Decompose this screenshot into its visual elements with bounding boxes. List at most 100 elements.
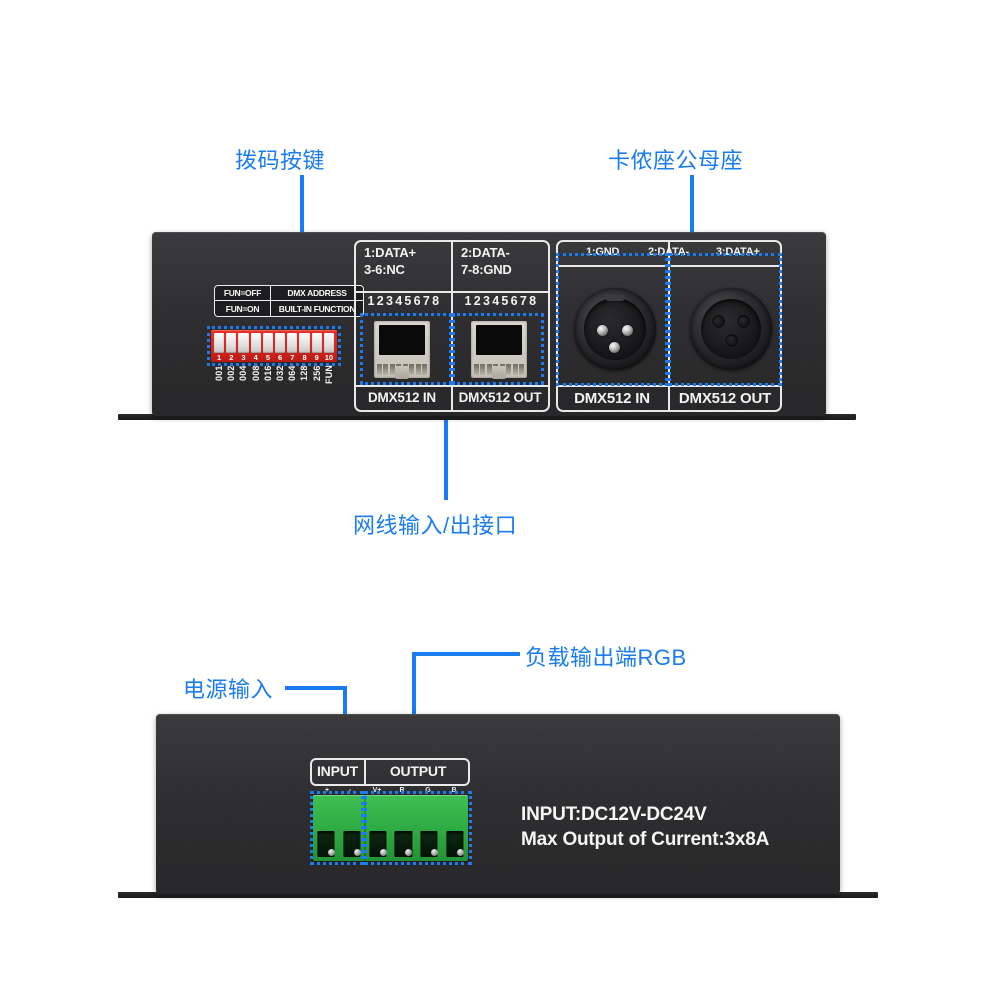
dip-address-value: 064 bbox=[287, 365, 298, 381]
rj45-in-label: DMX512 IN bbox=[368, 390, 436, 405]
dip-rocker[interactable] bbox=[250, 333, 261, 353]
xlr-in-label: DMX512 IN bbox=[574, 390, 650, 407]
bottom-unit-mounting-flange bbox=[118, 892, 878, 898]
dip-rocker[interactable] bbox=[214, 333, 225, 353]
rj45-latch-tab bbox=[395, 366, 409, 379]
leader-line-load-output-horizontal bbox=[412, 652, 520, 656]
spec-input-voltage: INPUT:DC12V-DC24V bbox=[521, 804, 707, 825]
dip-rocker[interactable] bbox=[226, 333, 237, 353]
terminal-screw[interactable] bbox=[353, 849, 361, 856]
terminal-pin-label-input-minus: - bbox=[348, 787, 352, 794]
rj45-jack-out[interactable] bbox=[471, 321, 527, 379]
dip-address-value: 016 bbox=[262, 365, 273, 381]
terminal-pin-label-g: G bbox=[425, 787, 431, 794]
dip-rocker[interactable] bbox=[311, 333, 322, 353]
terminal-screw[interactable] bbox=[431, 849, 439, 856]
dip-address-value: 032 bbox=[275, 365, 286, 381]
top-unit-mounting-flange bbox=[118, 414, 856, 420]
terminal-screw[interactable] bbox=[457, 849, 465, 856]
dip-number: 2 bbox=[229, 352, 234, 362]
dip-rocker[interactable] bbox=[299, 333, 310, 353]
dip-number: 3 bbox=[241, 352, 246, 362]
terminal-slot-output-g[interactable] bbox=[417, 795, 441, 861]
leader-line-rj45-ports bbox=[444, 382, 448, 500]
terminal-screw[interactable] bbox=[405, 849, 413, 856]
xlr-male-barrel bbox=[584, 295, 646, 360]
dip-address-value: 128 bbox=[299, 365, 310, 381]
fun-table-cell: FUN=ON bbox=[215, 301, 271, 316]
dip-address-value: 002 bbox=[226, 365, 237, 381]
dip-number: 7 bbox=[290, 352, 295, 362]
annotation-xlr-sockets: 卡侬座公母座 bbox=[608, 148, 744, 173]
dip-rocker[interactable] bbox=[262, 333, 274, 353]
terminal-screw[interactable] bbox=[327, 849, 335, 856]
fun-table-cell: DMX ADDRESS bbox=[271, 286, 363, 301]
dip-address-values: 001 002 004 008 016 032 064 128 256 FUN bbox=[214, 365, 334, 395]
xlr-connector-male-in[interactable] bbox=[574, 288, 656, 370]
screw-terminal-block[interactable] bbox=[313, 795, 468, 861]
terminal-pin-label-input-plus: + bbox=[324, 787, 330, 794]
terminal-section-divider bbox=[364, 795, 366, 861]
terminal-slot-output-vplus[interactable] bbox=[366, 795, 390, 861]
dip-switch-bank[interactable]: 1 2 3 4 5 6 7 8 9 10 bbox=[211, 330, 337, 362]
rj45-out-pinout-line1: 2:DATA- bbox=[461, 245, 510, 260]
dip-rocker[interactable] bbox=[323, 333, 335, 353]
xlr-pin-3 bbox=[609, 342, 620, 353]
xlr-socket-2 bbox=[737, 315, 750, 328]
bottom-unit-chassis bbox=[156, 714, 840, 894]
xlr-pinout-gnd: 1:GND bbox=[586, 246, 620, 258]
dip-number: 9 bbox=[314, 352, 319, 362]
terminal-input-label: INPUT bbox=[316, 763, 358, 779]
xlr-pinout-data-minus: 2:DATA- bbox=[648, 246, 689, 258]
rj45-jack-in[interactable] bbox=[374, 321, 430, 379]
dip-address-value: 008 bbox=[250, 365, 261, 381]
terminal-silkscreen-frame bbox=[310, 758, 470, 786]
spec-max-output-current: Max Output of Current:3x8A bbox=[521, 829, 770, 850]
terminal-output-label: OUTPUT bbox=[389, 763, 447, 779]
dip-number: 6 bbox=[278, 352, 283, 362]
terminal-slot-output-r[interactable] bbox=[391, 795, 415, 861]
terminal-silkscreen-divider bbox=[364, 758, 366, 786]
dip-address-value: 256 bbox=[311, 365, 322, 381]
fun-table-cell: FUN=OFF bbox=[215, 286, 271, 301]
xlr-male-key-notch bbox=[606, 295, 624, 301]
annotation-rj45-ports: 网线输入/出接口 bbox=[353, 513, 518, 538]
terminal-screw[interactable] bbox=[379, 849, 387, 856]
dip-switch-rockers[interactable] bbox=[211, 330, 337, 353]
rj45-in-pinout-line1: 1:DATA+ bbox=[364, 245, 416, 260]
terminal-pin-label-vplus: V+ bbox=[372, 787, 382, 794]
dip-rocker[interactable] bbox=[275, 333, 286, 353]
xlr-label-divider bbox=[556, 385, 782, 387]
rj45-cavity bbox=[379, 325, 425, 355]
leader-line-xlr-sockets bbox=[690, 175, 694, 253]
dip-rocker[interactable] bbox=[238, 333, 249, 353]
rj45-label-divider bbox=[354, 385, 550, 387]
fun-table-cell: BUILT-IN FUNCTION bbox=[278, 303, 356, 314]
rj45-cavity bbox=[476, 325, 522, 355]
terminal-slot-output-b[interactable] bbox=[443, 795, 467, 861]
dip-number: 8 bbox=[302, 352, 307, 362]
dip-number: 4 bbox=[253, 352, 258, 362]
annotation-power-input: 电源输入 bbox=[183, 677, 274, 702]
xlr-connector-female-out[interactable] bbox=[690, 288, 772, 370]
fun-mode-table: FUN=OFF DMX ADDRESS FUN=ON BUILT-IN FUNC… bbox=[214, 285, 364, 317]
annotation-dip-switch: 拨码按键 bbox=[235, 148, 326, 173]
rj45-latch-tab bbox=[492, 366, 506, 379]
terminal-pin-label-r: R bbox=[399, 787, 405, 794]
dip-number: 1 bbox=[217, 352, 222, 362]
terminal-slot-input-minus[interactable] bbox=[340, 795, 364, 861]
dip-number: 10 bbox=[324, 352, 334, 362]
xlr-socket-1 bbox=[712, 315, 725, 328]
terminal-slot-input-plus[interactable] bbox=[314, 795, 338, 861]
terminal-pin-label-b: B bbox=[451, 787, 457, 794]
xlr-pinout-divider bbox=[556, 265, 782, 267]
dip-switch-numbers: 1 2 3 4 5 6 7 8 9 10 bbox=[211, 353, 337, 363]
rj45-in-pin-numbers: 1 2 3 4 5 6 7 8 bbox=[367, 294, 440, 308]
dip-rocker[interactable] bbox=[287, 333, 298, 353]
xlr-pinout-data-plus: 3:DATA+ bbox=[716, 246, 760, 258]
xlr-female-barrel bbox=[701, 299, 761, 359]
xlr-socket-3 bbox=[725, 334, 738, 347]
rj45-in-pinout-line2: 3-6:NC bbox=[364, 262, 405, 277]
rj45-out-label: DMX512 OUT bbox=[458, 390, 542, 405]
